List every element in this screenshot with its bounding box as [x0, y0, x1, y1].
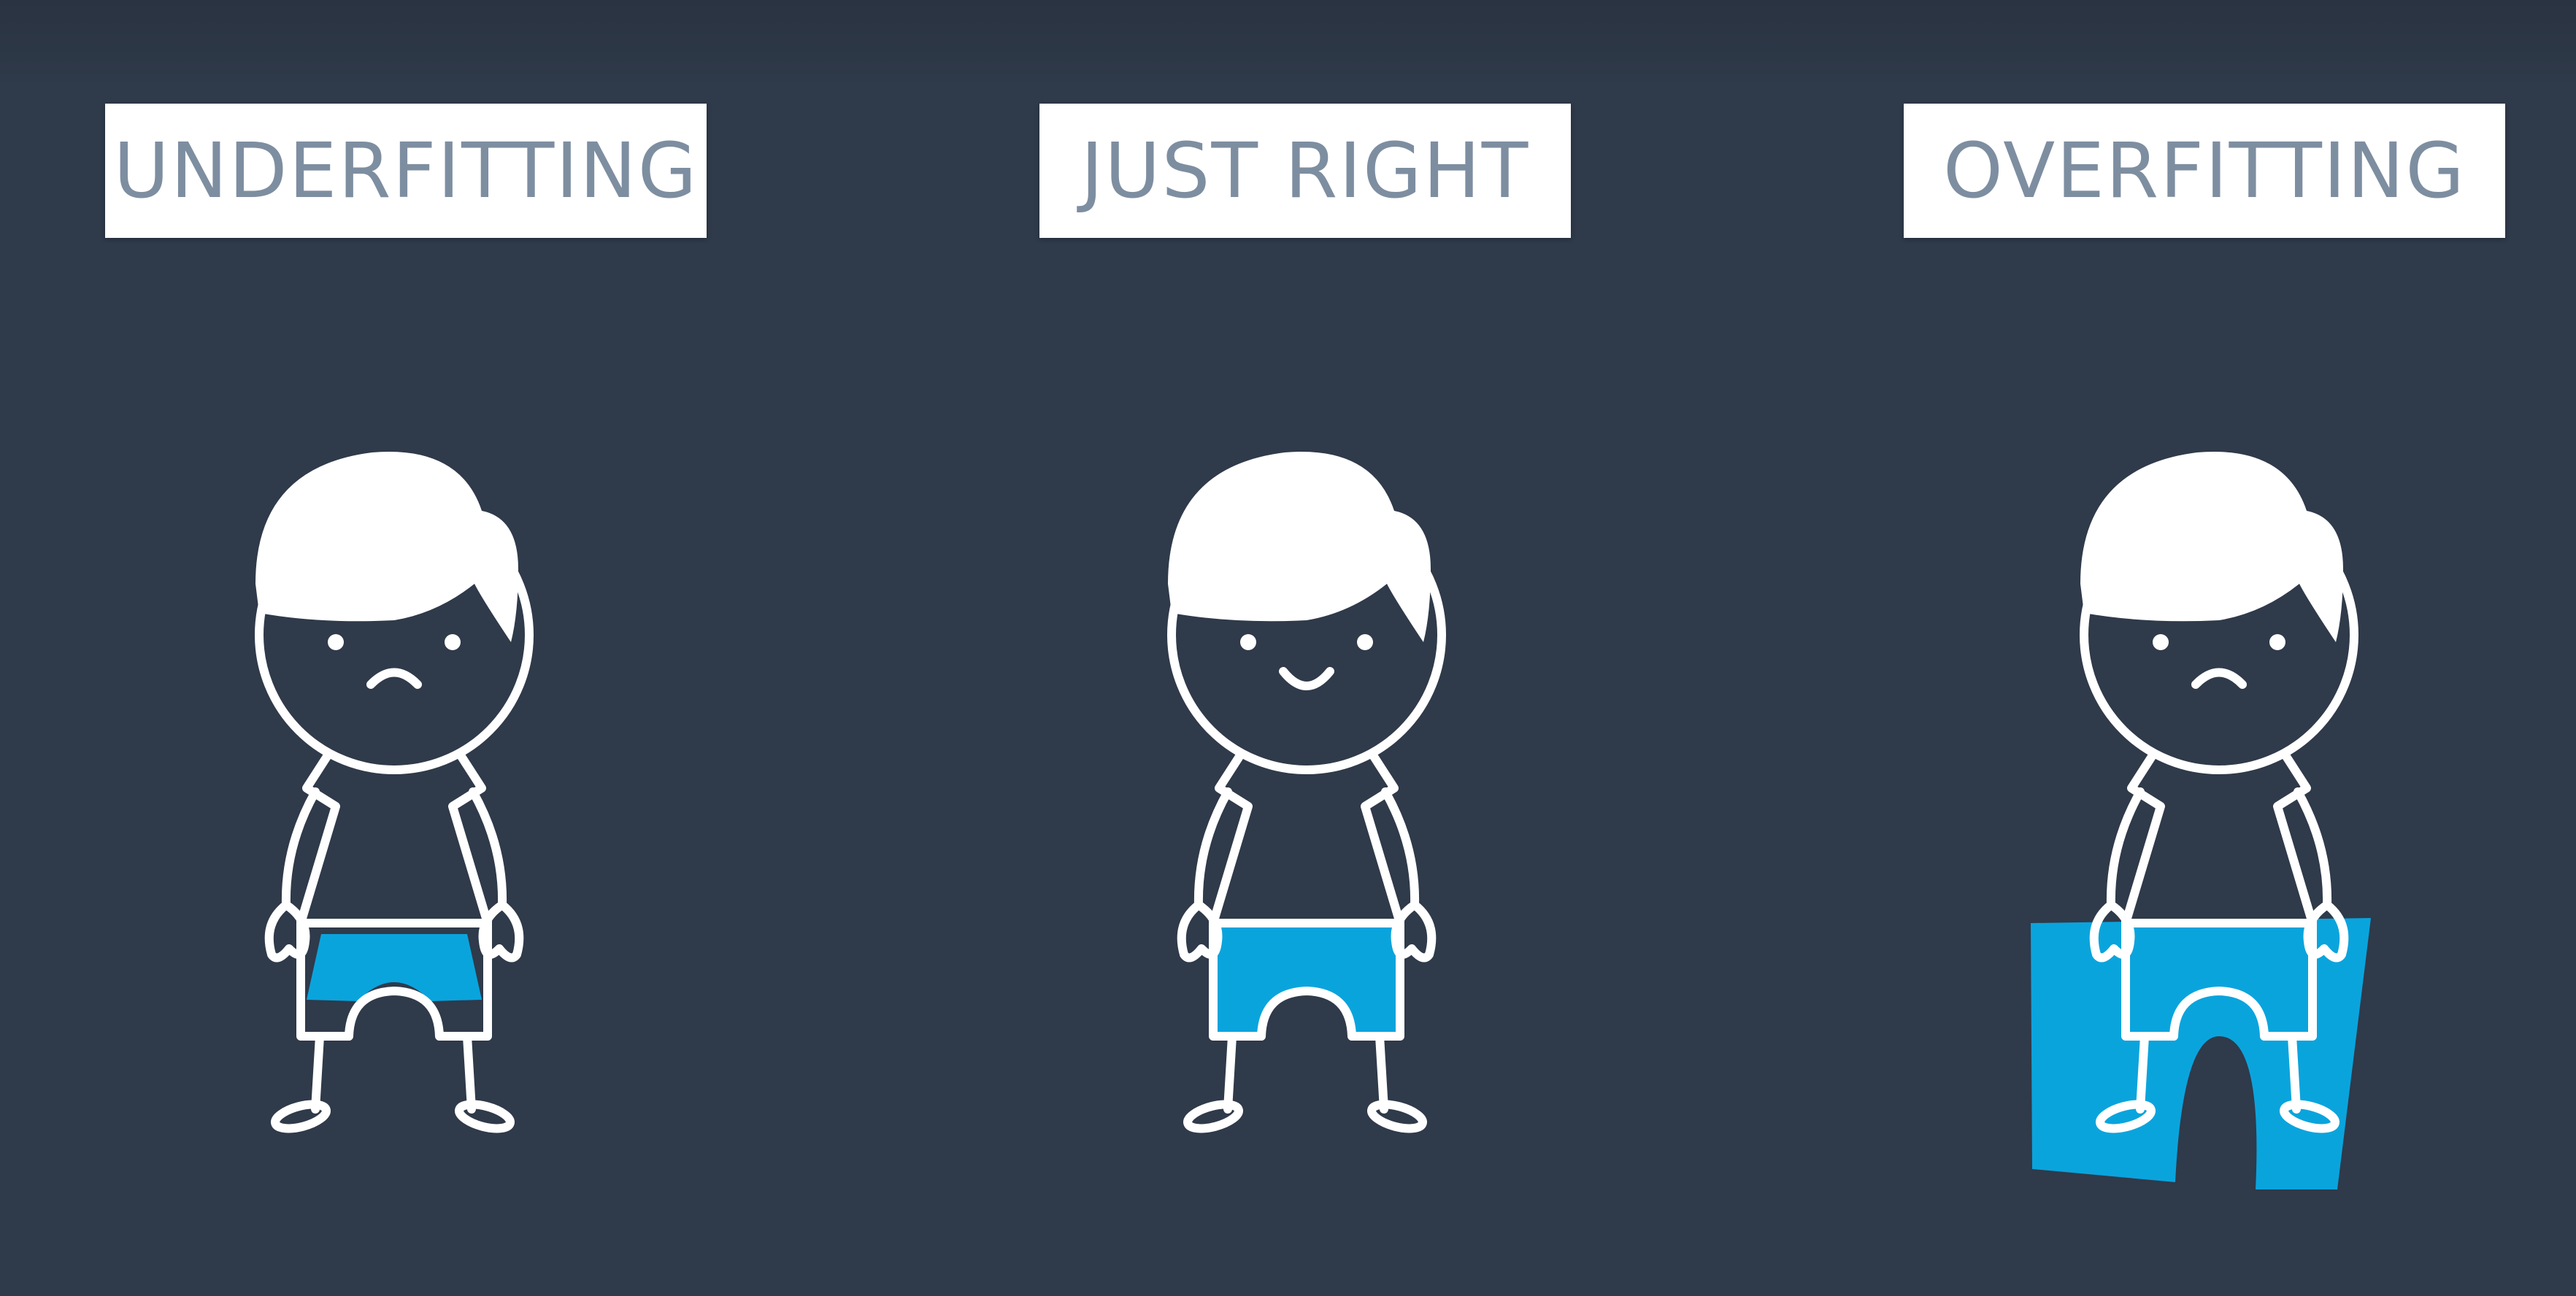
figure-underfitting	[175, 379, 613, 1226]
figure-overfitting	[2000, 379, 2438, 1226]
small-pants	[307, 934, 482, 1001]
boy-overfitting-illustration	[2031, 452, 2371, 1189]
sad-mouth	[2191, 668, 2247, 689]
oversized-pants	[2031, 918, 2371, 1189]
label-underfitting-text: UNDERFITTING	[113, 126, 699, 215]
boy-just-right-illustration	[1167, 452, 1446, 1133]
fitted-pants	[1216, 919, 1397, 1035]
right-eye	[445, 634, 461, 650]
figure-just-right	[1088, 379, 1526, 1226]
label-overfitting: OVERFITTING	[1904, 104, 2505, 238]
smile-mouth	[1279, 667, 1334, 690]
left-eye	[328, 634, 344, 650]
right-eye	[1357, 634, 1373, 650]
label-overfitting-text: OVERFITTING	[1943, 126, 2466, 215]
label-just-right-text: JUST RIGHT	[1080, 126, 1530, 215]
left-eye	[2153, 634, 2169, 650]
sad-mouth	[366, 668, 422, 689]
label-underfitting: UNDERFITTING	[105, 104, 707, 238]
label-just-right: JUST RIGHT	[1039, 104, 1571, 238]
boy-underfitting-illustration	[255, 452, 534, 1133]
left-eye	[1240, 634, 1256, 650]
right-eye	[2269, 634, 2285, 650]
